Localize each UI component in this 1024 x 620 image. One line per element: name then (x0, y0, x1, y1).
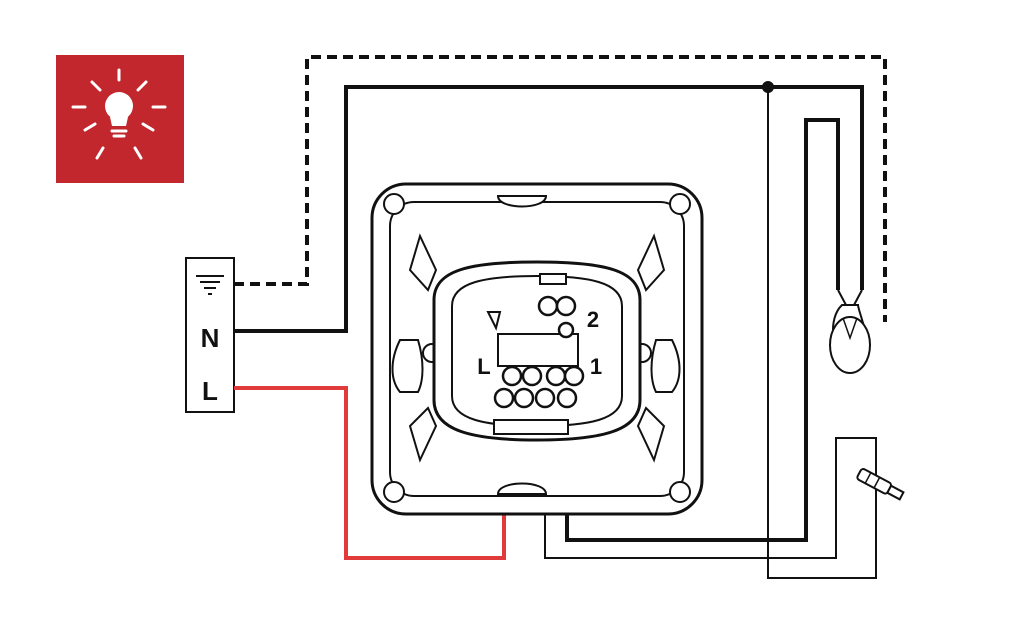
terminal-label-live: L (477, 354, 490, 379)
switch-terminals (493, 295, 585, 409)
terminal-screw-2c (557, 321, 575, 339)
terminal-screw-lb (521, 365, 543, 387)
light-bulb-icon (71, 68, 167, 160)
earth-ground-icon (196, 275, 224, 295)
terminal-block: N L (185, 257, 235, 413)
terminal-screw-2b (555, 295, 577, 317)
traveler-wire-thin (544, 87, 877, 579)
terminal-label-one: 1 (590, 354, 602, 379)
switched-wire (565, 118, 840, 542)
terminal-label-two: 2 (587, 307, 599, 332)
terminal-hole-2 (556, 387, 578, 409)
light-bulb-badge (56, 55, 184, 183)
terminal-screw-1a (545, 365, 567, 387)
lamp (829, 289, 871, 374)
terminal-hole-l (493, 387, 515, 409)
neutral-label: N (201, 323, 220, 353)
terminal-block-body (185, 257, 235, 413)
probe-tool-icon (856, 468, 905, 501)
terminal-hole-l2 (513, 387, 535, 409)
switch-rocker (497, 333, 579, 367)
terminal-screw-1b (563, 365, 585, 387)
switch-frame (370, 182, 704, 516)
terminal-hole-1 (534, 387, 556, 409)
live-label: L (202, 376, 218, 406)
terminal-screw-2a (537, 295, 559, 317)
neutral-wire (234, 85, 864, 333)
terminal-screw-la (501, 365, 523, 387)
earth-wire (234, 55, 887, 322)
